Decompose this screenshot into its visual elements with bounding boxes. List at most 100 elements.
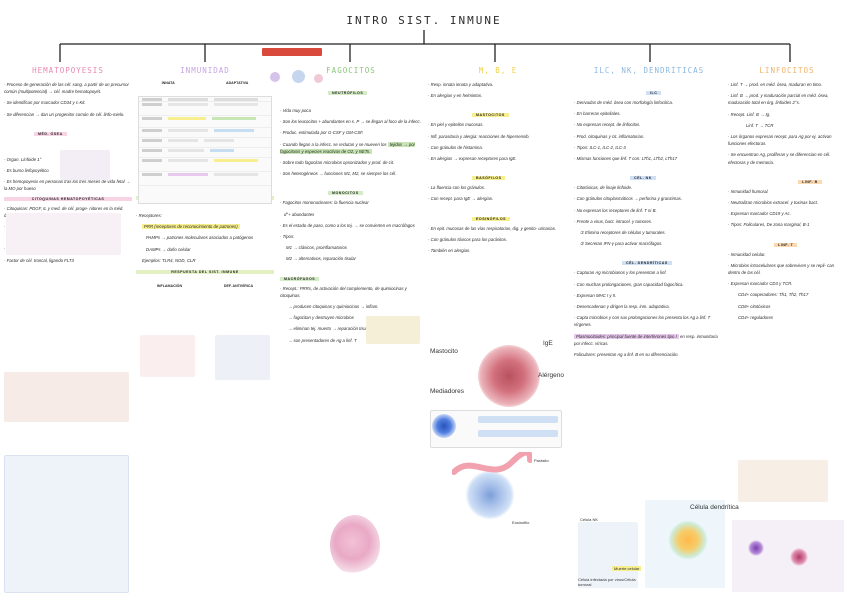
subhead: BASÓFILOS bbox=[472, 176, 506, 181]
column-ilc-nk-dendriticas: ILC, NK, DENDRÍTICAS ILC · Derivadas de … bbox=[574, 66, 724, 591]
text-line: CD8+ citotóxicos bbox=[738, 303, 771, 309]
text-line: · Citotóxicas, de linaje linfoide. bbox=[574, 185, 633, 191]
figure-label-muerte-celular: Muerte celular bbox=[612, 566, 642, 571]
subhead: LINF. B bbox=[798, 179, 822, 184]
text-line: · Inmunidad humoral. bbox=[728, 188, 769, 194]
bone-marrow-figure bbox=[6, 213, 121, 255]
text-line: → eliminan tej. muerto → reparación tisu… bbox=[288, 326, 371, 332]
text-line: · Es burso linfopoyético bbox=[4, 168, 49, 174]
text-line: · Cuando llegan a la infecc. se reclutan… bbox=[280, 141, 416, 154]
dendritic-cell-icon bbox=[668, 520, 708, 560]
figure-label-celula-dendriticas: Célula dendrítica bbox=[690, 504, 739, 511]
figure-label-mediadores: Mediadores bbox=[430, 388, 464, 395]
text-line: · La fluencia con los gránulos. bbox=[428, 185, 486, 191]
figure-label-celula-infectada: Célula infectada por virus/Célula tumora… bbox=[578, 577, 636, 587]
lymphocyte-figure bbox=[738, 460, 828, 502]
text-line: · Expresan marcador CD3 y TCR. bbox=[728, 281, 793, 287]
text-line: d°+ abundantes bbox=[284, 211, 315, 217]
text-line: → fagocitan y destruyen microbios bbox=[288, 315, 354, 321]
text-line: → producen citoquinas y quimiocinas → in… bbox=[288, 304, 379, 310]
eosinophil-figure-icon bbox=[465, 470, 515, 520]
text-line: · Desencadenan y dirigen la resp. inm. a… bbox=[574, 304, 670, 310]
text-line: · Organ. Linfoide 1° bbox=[4, 156, 42, 162]
text-line: ② Secretan IFN-γ para activar macrófagos… bbox=[580, 241, 663, 247]
column-heading: HEMATOPOYESIS bbox=[32, 66, 104, 75]
text-line: · Se encuentran Ag, proliferan y se dife… bbox=[728, 152, 831, 165]
text-line: · Con gránulos citoplasmáticos → perfori… bbox=[574, 196, 682, 202]
text-line: · Recept. Linf. B → Ig. bbox=[728, 111, 771, 117]
text-line: · En epit. mucosas de las vías respirato… bbox=[428, 225, 557, 231]
text-line: · Tipos: bbox=[280, 234, 295, 240]
text-line: · Derivadas de méd. ósea con morfología … bbox=[574, 100, 674, 105]
subhead: CITOQUINAS HEMATOPOYÉTICAS bbox=[4, 196, 132, 201]
text-line: CD4+ cooperadores: Th1, Th2, Th17 bbox=[738, 292, 809, 298]
parasite-row bbox=[478, 430, 558, 437]
text-line: Ejemplos: TLR4, NOD, CLR bbox=[142, 257, 196, 263]
column-mbe: M, B, E · Resp. innata innata y adaptati… bbox=[428, 66, 568, 591]
figure-label-ige: IgE bbox=[543, 340, 553, 347]
text-line: · Infl. parasitaria y alergia: reaccione… bbox=[428, 133, 530, 139]
text-line: PRR (receptores de reconocimiento de pat… bbox=[142, 224, 240, 230]
text-line: · Tipos: ILC-1, ILC-2, ILC-3 bbox=[574, 144, 626, 150]
mastocyte-figure-icon bbox=[478, 345, 540, 407]
text-line: · Proceso de generación de las cél. sang… bbox=[4, 82, 129, 95]
subhead: MASTOCITOS bbox=[472, 113, 509, 118]
text-line: · Recept.: PRRs, de activación del compl… bbox=[280, 285, 407, 298]
subhead: MÉD. ÓSEA bbox=[34, 131, 67, 136]
parasite-worm-icon bbox=[452, 452, 532, 475]
text-line: · Con recept. para IgE → alergias. bbox=[428, 196, 494, 202]
cell-diagram-figure bbox=[60, 150, 110, 180]
text-line: · En alergias y en helmintos. bbox=[428, 93, 483, 99]
figure-label-celula-nk: Célula NK bbox=[580, 517, 599, 522]
text-line: · Sobre todo fagocitan microbios opsoniz… bbox=[280, 160, 395, 166]
column-heading: M, B, E bbox=[478, 66, 518, 75]
text-line: · Son heterogéneos → funciones M1, M2, s… bbox=[280, 171, 397, 177]
branch-inflamacion: INFLAMACIÓN bbox=[156, 284, 183, 289]
text-line: CD4+ reguladores bbox=[738, 314, 773, 320]
text-line: → son presentadores de Ag a linf. T bbox=[288, 337, 357, 343]
nk-cell-figure bbox=[578, 522, 638, 588]
antiviral-figure bbox=[215, 335, 270, 380]
column-hematopoyesis: HEMATOPOYESIS · Proceso de generación de… bbox=[4, 66, 132, 591]
banner bbox=[262, 48, 322, 56]
column-heading: INMUNIDAD bbox=[180, 66, 230, 75]
text-line: · Con gránulos de histamina. bbox=[428, 144, 483, 150]
text-line: · Se diferencian → dan un progenitor com… bbox=[4, 111, 125, 117]
text-line: · Mismas funciones que linf. T con: LTh1… bbox=[574, 156, 678, 162]
blood-cells-figure bbox=[4, 372, 129, 422]
text-line: · Vida muy poca bbox=[280, 108, 311, 113]
text-line: · Neutralizan microbios extracel. y toxi… bbox=[728, 200, 819, 206]
parasite-row bbox=[478, 416, 558, 423]
macrophage-text-figure bbox=[366, 316, 420, 344]
text-line: · Microbios intracelulares que sobrevive… bbox=[728, 262, 835, 276]
subhead: MONOCITOS bbox=[328, 191, 363, 196]
column-linfocitos: LINFOCITOS · Linf. T → prod. en méd. óse… bbox=[728, 66, 846, 591]
text-line: · Expresan marcador CD19 y Ac. bbox=[728, 211, 791, 217]
text-line: · Capta microbios y con sus prolongacion… bbox=[574, 315, 711, 328]
text-line: · Tipos: Foliculares, De zona marginal, … bbox=[728, 222, 810, 228]
text-line: · Prod. citoquinas y cit. inflamatorias. bbox=[574, 133, 645, 139]
text-line: · Es el estado de paso, como a los tej. … bbox=[280, 222, 415, 228]
text-line: · Factor de cél. troncal, ligando FLT3 bbox=[4, 257, 74, 263]
phagocyte-cell-icon bbox=[270, 72, 280, 82]
text-line: · No expresan los receptores de linf. T … bbox=[574, 207, 657, 213]
text-line: · Los órganos expresan recept. para Ag p… bbox=[728, 134, 832, 147]
text-line: · En barreras epiteliales. bbox=[574, 111, 621, 117]
text-line: · Resp. innata innata y adaptativa. bbox=[428, 82, 494, 87]
subhead: CÉL. NK bbox=[630, 176, 656, 181]
subhead: EOSINÓFILOS bbox=[472, 216, 511, 221]
text-line: · Produc. estimulada por G-CSF y GM-CSF. bbox=[280, 130, 364, 136]
figure-label-alergeno: Alérgeno bbox=[538, 372, 565, 379]
text-line: · En alergias → expresan receptores para… bbox=[428, 156, 517, 162]
subhead: NEUTRÓFILOS bbox=[328, 91, 368, 95]
subhead: ILC bbox=[646, 91, 662, 95]
phagocyte-cell-icon bbox=[314, 74, 323, 83]
lymphocyte-icon bbox=[748, 540, 764, 556]
text-line: · En piel y epitelios mucosas. bbox=[428, 122, 484, 128]
phagocyte-cell-icon bbox=[292, 70, 305, 83]
text-line: · Es hemopoyesis en personas tras los tr… bbox=[4, 179, 131, 192]
text-line: · Se identifican por marcador CD34 y c-K… bbox=[4, 100, 86, 106]
text-line: · Fagocitos mononucleares: la fluencia n… bbox=[280, 200, 369, 206]
hematopoiesis-tree-figure bbox=[4, 455, 129, 593]
parasite-icon bbox=[432, 414, 456, 438]
